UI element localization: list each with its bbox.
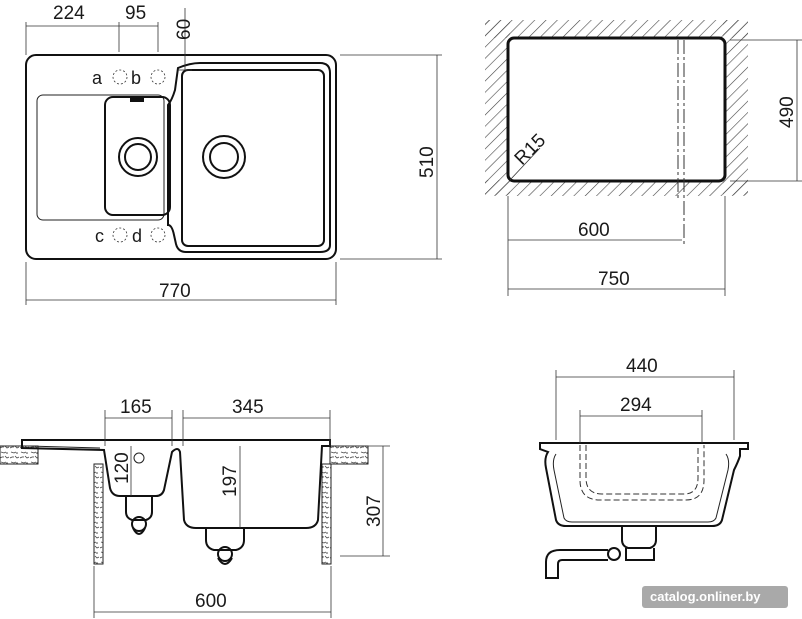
small-bowl-drain-inner xyxy=(124,143,152,171)
small-bowl xyxy=(104,96,171,216)
cutout-view: R15 490 600 750 xyxy=(485,20,802,296)
watermark: catalog.onliner.by xyxy=(642,586,788,608)
dim-600-cutout: 600 xyxy=(578,220,610,241)
small-bowl-drain-outer xyxy=(118,137,158,177)
main-bowl-drain-outer xyxy=(202,135,246,179)
sink-profile xyxy=(21,439,331,529)
side-section-view: 165 345 120 197 307 600 xyxy=(0,397,390,618)
small-bowl-overflow xyxy=(130,97,144,102)
tap-hole-b xyxy=(150,69,166,85)
front-section-view: 440 294 xyxy=(539,356,749,579)
tap-hole-c xyxy=(112,227,128,243)
label-b: b xyxy=(131,68,141,88)
dim-600-cabinet: 600 xyxy=(195,591,227,612)
dim-294: 294 xyxy=(620,395,652,416)
bowl-section xyxy=(539,442,749,527)
sink-outline xyxy=(25,54,337,260)
tap-hole-d xyxy=(150,227,166,243)
dim-307: 307 xyxy=(364,495,385,527)
dim-510: 510 xyxy=(417,146,438,178)
drainboard-area xyxy=(36,94,165,221)
dim-224: 224 xyxy=(53,3,85,24)
top-view: a b c d 224 95 60 510 770 xyxy=(25,3,442,305)
watermark-text: catalog.onliner.by xyxy=(650,589,761,604)
dim-345: 345 xyxy=(232,397,264,418)
tap-hole-a xyxy=(112,69,128,85)
dim-197: 197 xyxy=(220,465,241,497)
dim-750: 750 xyxy=(598,269,630,290)
dim-440: 440 xyxy=(626,356,658,377)
main-bowl-rim xyxy=(167,62,331,253)
label-c: c xyxy=(95,226,104,246)
cutout-rectangle xyxy=(506,36,727,183)
overflow-hole xyxy=(133,452,145,464)
dim-770: 770 xyxy=(159,281,191,302)
dim-165: 165 xyxy=(120,397,152,418)
main-bowl xyxy=(181,69,325,247)
dim-490: 490 xyxy=(777,96,798,128)
label-a: a xyxy=(92,68,103,88)
label-d: d xyxy=(132,226,142,246)
dim-95: 95 xyxy=(125,3,146,24)
main-bowl-drain-inner xyxy=(209,142,239,172)
dim-60: 60 xyxy=(174,19,195,40)
dim-120: 120 xyxy=(112,452,133,484)
